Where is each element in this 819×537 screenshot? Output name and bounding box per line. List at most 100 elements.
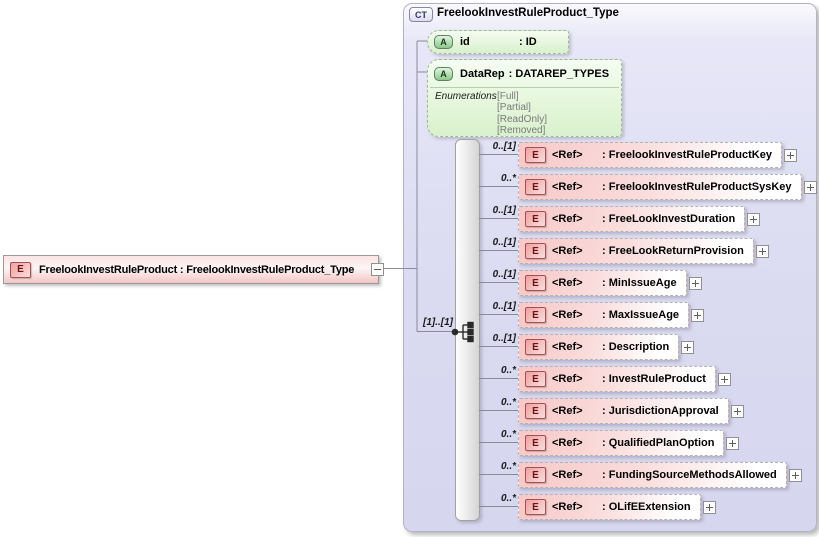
expand-button[interactable] [688,276,702,290]
ref-label: <Ref> [552,469,583,481]
cardinality-label: 0..* [500,173,516,184]
element-name: : MaxIssueAge [602,309,680,321]
cardinality-label: 0..[1] [492,333,516,344]
element-row: 0..[1] E <Ref> : Description [479,333,695,360]
root-element-box[interactable]: E FreelookInvestRuleProduct : FreelookIn… [3,255,379,284]
connector-stub: 0..* [479,461,518,487]
element-ref-box[interactable]: E <Ref> : FreelookInvestRuleProductKey [518,142,782,168]
connector-stub: 0..* [479,429,518,455]
element-row: 0..* E <Ref> : InvestRuleProduct [479,365,731,392]
expand-button[interactable] [747,212,761,226]
enumeration-value: [Full] [497,91,519,102]
expand-button[interactable] [691,308,705,322]
sequence-icon [451,321,474,343]
element-name: : Description [602,341,670,353]
enumeration-value: [ReadOnly] [497,113,548,125]
connector-stub: 0..[1] [479,333,518,359]
element-ref-box[interactable]: E <Ref> : MinIssueAge [518,270,687,296]
ref-label: <Ref> [552,181,583,193]
expand-button[interactable] [681,340,695,354]
cardinality-label: 0..* [500,365,516,376]
element-name: : FreeLookInvestDuration [602,213,736,225]
element-ref-box[interactable]: E <Ref> : FreelookInvestRuleProductSysKe… [518,174,802,200]
ref-label: <Ref> [552,405,583,417]
element-ref-box[interactable]: E <Ref> : FreeLookReturnProvision [518,238,754,264]
ref-label: <Ref> [552,277,583,289]
attribute-name: id [460,36,470,48]
element-ref-box[interactable]: E <Ref> : InvestRuleProduct [518,366,716,392]
enumeration-value: [Removed] [497,124,546,136]
element-name: : MinIssueAge [602,277,677,289]
expand-button[interactable] [730,404,744,418]
sequence-cardinality: [1]..[1] [423,317,453,328]
element-name: : JurisdictionApproval [602,405,719,417]
attribute-icon: A [434,35,453,49]
element-ref-box[interactable]: E <Ref> : MaxIssueAge [518,302,690,328]
element-name: : FundingSourceMethodsAllowed [602,469,777,481]
ref-label: <Ref> [552,501,583,513]
element-ref-box[interactable]: E <Ref> : JurisdictionApproval [518,398,729,424]
element-row: 0..* E <Ref> : QualifiedPlanOption [479,429,740,456]
cardinality-label: 0..[1] [492,141,516,152]
element-ref-box[interactable]: E <Ref> : QualifiedPlanOption [518,430,725,456]
element-name: : QualifiedPlanOption [602,437,715,449]
expand-button[interactable] [788,468,802,482]
enumerations-section: Enumerations [Full] [Partial] [ReadOnly]… [430,87,619,136]
enumeration-value: [Partial] [497,102,531,114]
element-name: : InvestRuleProduct [602,373,706,385]
attribute-icon: A [434,66,453,81]
element-icon: E [10,261,31,278]
cardinality-label: 0..[1] [492,269,516,280]
element-ref-box[interactable]: E <Ref> : FundingSourceMethodsAllowed [518,462,787,488]
expand-button[interactable] [803,180,817,194]
element-row: 0..[1] E <Ref> : FreelookInvestRuleProdu… [479,141,797,168]
element-icon: E [525,211,546,227]
element-icon: E [525,403,546,419]
cardinality-label: 0..* [500,493,516,504]
element-row: 0..[1] E <Ref> : FreeLookReturnProvision [479,237,769,264]
connector-stub: 0..[1] [479,205,518,231]
expand-button[interactable] [702,500,716,514]
element-name: : FreelookInvestRuleProductSysKey [602,181,792,193]
element-row: 0..[1] E <Ref> : MinIssueAge [479,269,702,296]
connector-stub: 0..* [479,493,518,519]
connector-stub: 0..* [479,365,518,391]
collapse-button[interactable] [371,263,384,276]
element-ref-box[interactable]: E <Ref> : FreeLookInvestDuration [518,206,746,232]
root-element-label: FreelookInvestRuleProduct : FreelookInve… [39,263,355,276]
element-ref-box[interactable]: E <Ref> : Description [518,334,680,360]
element-icon: E [525,467,546,483]
attribute-name: DataRep [460,67,505,80]
element-icon: E [525,339,546,355]
element-name: : FreelookInvestRuleProductKey [602,149,772,161]
ref-label: <Ref> [552,245,583,257]
connector-stub: 0..[1] [479,141,518,167]
complex-type-title: FreelookInvestRuleProduct_Type [437,7,619,19]
connector-stub: 0..[1] [479,301,518,327]
ref-label: <Ref> [552,341,583,353]
element-row: 0..* E <Ref> : FreelookInvestRuleProduct… [479,173,817,200]
element-icon: E [525,371,546,387]
expand-button[interactable] [726,436,740,450]
element-ref-box[interactable]: E <Ref> : OLifEExtension [518,494,701,520]
connector-stub: 0..[1] [479,237,518,263]
connector-stub: 0..* [479,173,518,199]
ref-label: <Ref> [552,437,583,449]
connector-stub: 0..* [479,397,518,423]
element-name: : FreeLookReturnProvision [602,245,744,257]
expand-button[interactable] [755,244,769,258]
expand-button[interactable] [783,148,797,162]
enumeration-values: [Full] [Partial] [ReadOnly] [Removed] [497,91,547,136]
expand-button[interactable] [717,372,731,386]
attribute-box-datarep[interactable]: A DataRep : DATAREP_TYPES Enumerations [… [427,59,622,137]
element-row: 0..[1] E <Ref> : FreeLookInvestDuration [479,205,761,232]
connector-stub: 0..[1] [479,269,518,295]
cardinality-label: 0..* [500,461,516,472]
element-name: : OLifEExtension [602,501,691,513]
ref-label: <Ref> [552,373,583,385]
cardinality-label: 0..[1] [492,237,516,248]
enumerations-label: Enumerations [435,91,497,102]
attribute-box-id[interactable]: A id : ID [427,30,569,54]
attribute-type: : DATAREP_TYPES [508,67,610,80]
